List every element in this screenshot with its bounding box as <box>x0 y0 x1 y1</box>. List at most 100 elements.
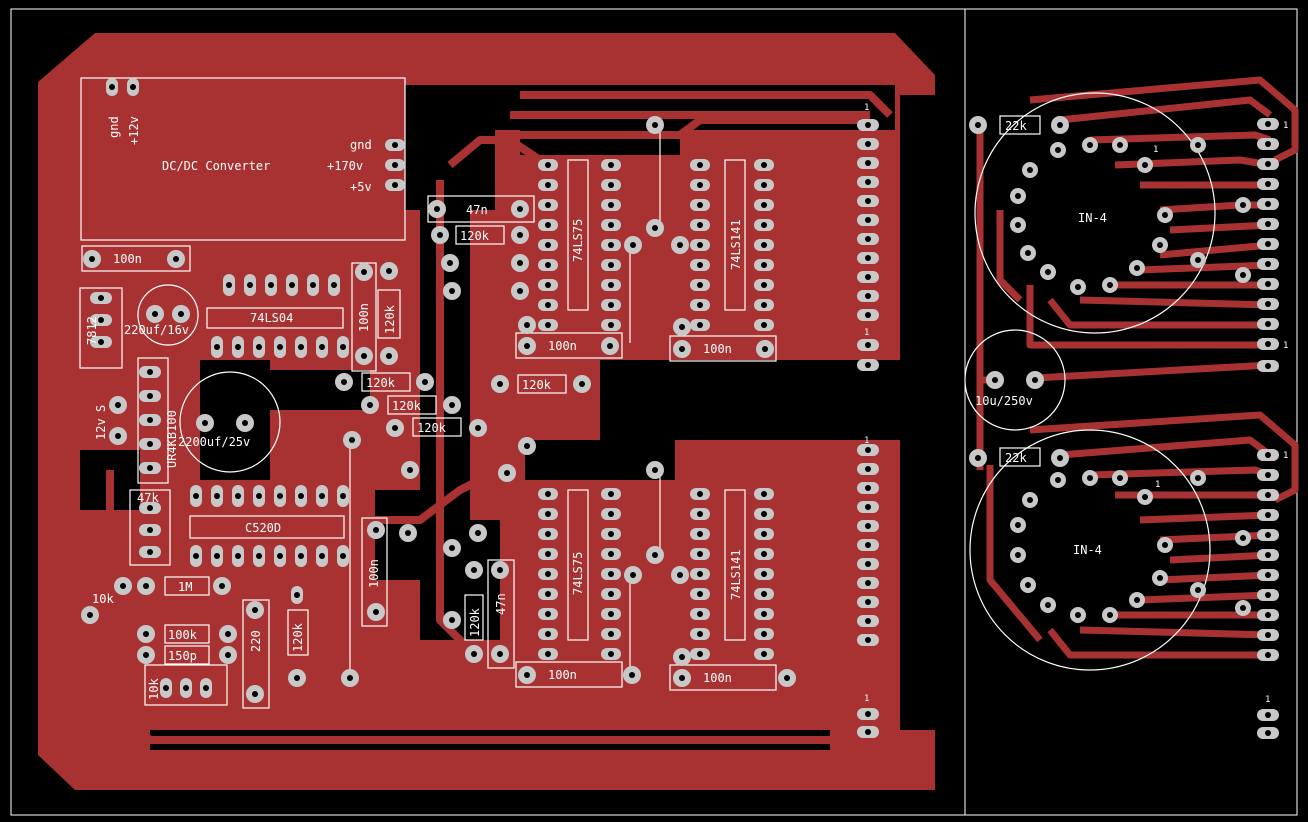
dcdc-converter-label: DC/DC Converter <box>162 159 270 173</box>
pad-hole <box>545 282 551 288</box>
pad-hole <box>341 379 347 385</box>
pad-hole <box>608 182 614 188</box>
pad-hole <box>865 160 871 166</box>
pad-hole <box>392 142 398 148</box>
r100k-outline <box>164 624 210 644</box>
pad-hole <box>1057 122 1063 128</box>
pad-hole <box>340 553 346 559</box>
pad-hole <box>98 317 104 323</box>
ic-74ls141-bot-outline <box>724 489 746 641</box>
pad-hole <box>298 493 304 499</box>
pad-hole <box>1265 221 1271 227</box>
pad-hole <box>608 222 614 228</box>
pad-hole <box>497 567 503 573</box>
pad-hole <box>608 322 614 328</box>
pad-hole <box>545 531 551 537</box>
pad-hole <box>608 511 614 517</box>
copper-pour-main <box>38 33 935 790</box>
pad-hole <box>225 652 231 658</box>
ic-74ls75-bot-label: 74LS75 <box>571 552 585 595</box>
pad-hole <box>147 417 153 423</box>
pad-hole <box>865 274 871 280</box>
pad-hole <box>865 729 871 735</box>
v170-label: +170v <box>327 159 363 173</box>
pad-hole <box>294 592 300 598</box>
tube-bot-label: IN-4 <box>1073 543 1102 557</box>
pad-hole <box>697 242 703 248</box>
pad-hole <box>242 420 248 426</box>
pad-hole <box>865 342 871 348</box>
pad-hole <box>115 402 121 408</box>
ic-74ls141-bot-label: 74LS141 <box>729 549 743 600</box>
c100n-c-outline <box>361 517 388 627</box>
pad-hole <box>152 311 158 317</box>
r120k-a-label: 120k <box>460 229 490 243</box>
pad-hole <box>1162 212 1168 218</box>
r120k-b-label: 120k <box>366 376 396 390</box>
pad-hole <box>340 344 346 350</box>
pad-hole <box>1045 269 1051 275</box>
c100n-top-label: 100n <box>113 252 142 266</box>
pad-hole <box>1142 162 1148 168</box>
pad-hole <box>147 549 153 555</box>
pad-hole <box>975 455 981 461</box>
v12-left-label: +12v <box>127 116 141 145</box>
pad-hole <box>1265 552 1271 558</box>
pad-hole <box>679 675 685 681</box>
pad-hole <box>143 652 149 658</box>
r47k-outline <box>129 489 171 566</box>
c150p-label: 150p <box>168 649 197 663</box>
pad-hole <box>407 467 413 473</box>
r120k-g-label: 120k <box>468 607 482 637</box>
pad-hole <box>115 433 121 439</box>
r120k-f-outline <box>287 609 309 656</box>
pad-hole <box>697 302 703 308</box>
pad-hole <box>1265 492 1271 498</box>
pad-hole <box>147 465 153 471</box>
pad-hole <box>247 282 253 288</box>
pad-hole <box>1240 202 1246 208</box>
pad-hole <box>761 651 767 657</box>
pad-hole <box>608 491 614 497</box>
pad-hole <box>504 470 510 476</box>
pad-hole <box>545 182 551 188</box>
pad-hole <box>545 302 551 308</box>
pad-hole <box>475 425 481 431</box>
pad-hole <box>697 262 703 268</box>
pad-hole <box>178 311 184 317</box>
pad-hole <box>1075 284 1081 290</box>
pad-hole <box>545 162 551 168</box>
pad-hole <box>256 344 262 350</box>
pad-hole <box>1195 257 1201 263</box>
pad-hole <box>340 493 346 499</box>
pad-hole <box>1134 597 1140 603</box>
pad-hole <box>386 353 392 359</box>
c2200uf-outline <box>179 371 281 473</box>
pad-hole <box>697 282 703 288</box>
pad-hole <box>1265 652 1271 658</box>
pad-hole <box>761 322 767 328</box>
pad-hole <box>193 493 199 499</box>
pad-hole <box>193 553 199 559</box>
pin1-marker: 1 <box>864 694 869 704</box>
pad-hole <box>405 530 411 536</box>
pad-hole <box>1162 542 1168 548</box>
pad-hole <box>608 651 614 657</box>
pad-hole <box>89 256 95 262</box>
pad-hole <box>607 343 613 349</box>
pad-hole <box>449 617 455 623</box>
pad-hole <box>1157 575 1163 581</box>
pad-hole <box>652 467 658 473</box>
r22k-bot-label: 22k <box>1005 451 1027 465</box>
pad-hole <box>608 571 614 577</box>
pad-hole <box>697 322 703 328</box>
c2200uf-label: 2200uf/25v <box>178 435 250 449</box>
r10k-b-outline <box>144 664 228 706</box>
r120k-v-label: 120k <box>383 304 397 334</box>
c100n-mid-label: 100n <box>357 303 371 332</box>
pad-hole <box>761 302 767 308</box>
pad-hole <box>1265 161 1271 167</box>
pin1-marker: 1 <box>1283 121 1288 131</box>
pad-hole <box>1265 321 1271 327</box>
ur4kb100-label: UR4KB100 <box>165 410 179 468</box>
